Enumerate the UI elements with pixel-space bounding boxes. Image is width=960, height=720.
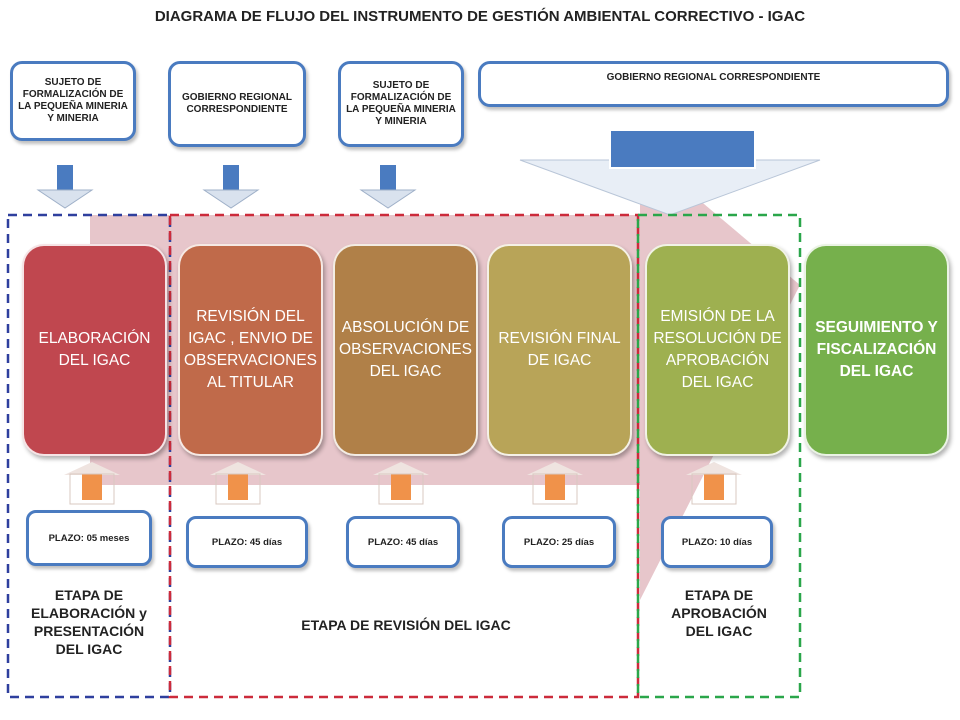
actor-gobierno-regional-2: GOBIERNO REGIONAL CORRESPONDIENTE	[478, 61, 949, 107]
phase-frame-aprobacion	[636, 213, 802, 699]
plazo-emision: PLAZO: 10 días	[661, 516, 773, 568]
down-arrow-3	[359, 165, 417, 209]
down-arrow-1	[36, 165, 94, 209]
plazo-absolucion: PLAZO: 45 días	[346, 516, 460, 568]
stage-seguimiento: SEGUIMIENTO Y FISCALIZACIÓN DEL IGAC	[804, 244, 949, 456]
actor-gobierno-regional-1: GOBIERNO REGIONAL CORRESPONDIENTE	[168, 61, 306, 147]
stage-emision-resolucion: EMISIÓN DE LA RESOLUCIÓN DE APROBACIÓN D…	[645, 244, 790, 456]
stage-absolucion: ABSOLUCIÓN DE OBSERVACIONES DEL IGAC	[333, 244, 478, 456]
diagram-title: DIAGRAMA DE FLUJO DEL INSTRUMENTO DE GES…	[154, 8, 806, 25]
up-arrow-3	[373, 462, 429, 505]
actor-sujeto-formalizacion-1: SUJETO DE FORMALIZACIÓN DE LA PEQUEÑA MI…	[10, 61, 136, 141]
phase-label-elaboracion: ETAPA DE ELABORACIÓN y PRESENTACIÓN DEL …	[31, 587, 147, 657]
phase-frame-revision	[168, 213, 640, 699]
regional-down-arrow-stem	[609, 129, 756, 169]
plazo-elaboracion: PLAZO: 05 meses	[26, 510, 152, 566]
up-arrow-2	[210, 462, 266, 505]
stage-elaboracion: ELABORACIÓN DEL IGAC	[22, 244, 167, 456]
up-arrow-1	[64, 462, 120, 505]
plazo-revision: PLAZO: 45 días	[186, 516, 308, 568]
actor-sujeto-formalizacion-2: SUJETO DE FORMALIZACIÓN DE LA PEQUEÑA MI…	[338, 61, 464, 147]
phase-frame-elaboracion	[6, 213, 172, 699]
up-arrow-4	[527, 462, 583, 505]
stage-revision-final: REVISIÓN FINAL DE IGAC	[487, 244, 632, 456]
up-arrow-5	[686, 462, 742, 505]
stage-revision: REVISIÓN DEL IGAC , ENVIO DE OBSERVACION…	[178, 244, 323, 456]
down-arrow-2	[202, 165, 260, 209]
phase-label-aprobacion: ETAPA DE APROBACIÓN DEL IGAC	[671, 587, 767, 639]
plazo-revision-final: PLAZO: 25 días	[502, 516, 616, 568]
phase-label-revision: ETAPA DE REVISIÓN DEL IGAC	[301, 617, 511, 633]
